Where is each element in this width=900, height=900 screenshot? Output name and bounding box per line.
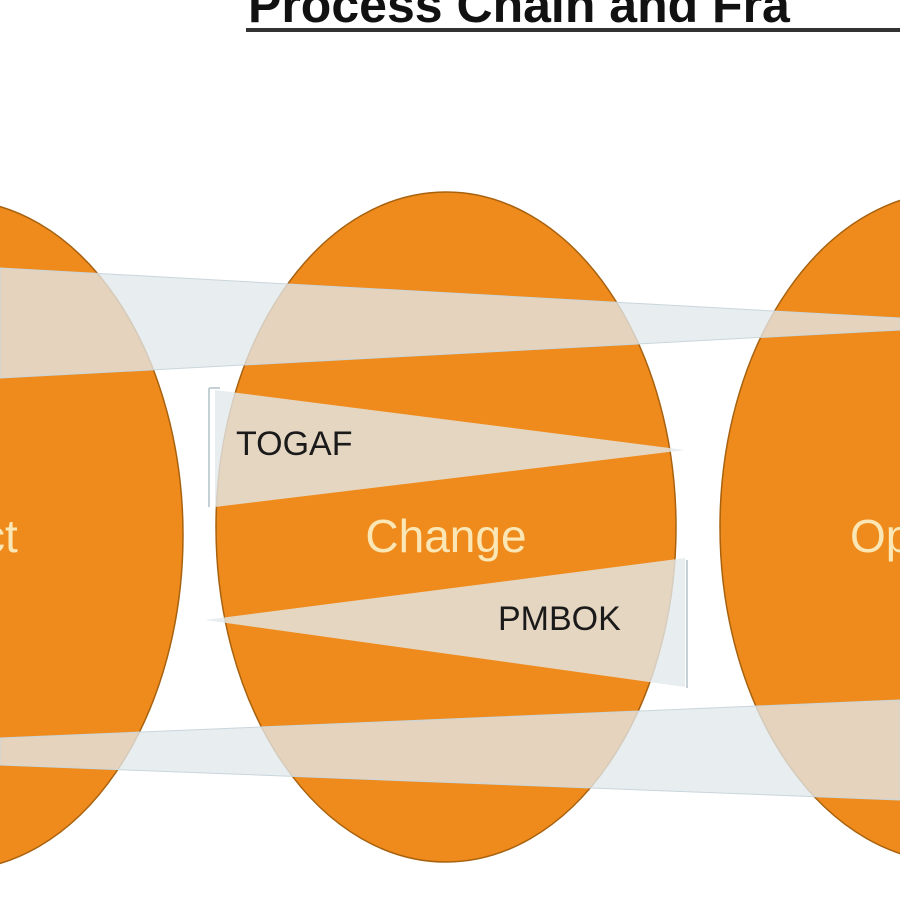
phase-label-operate: Op (850, 510, 900, 562)
phase-label-project: ct (0, 510, 18, 562)
framework-label-pmbok: PMBOK (498, 600, 621, 638)
phase-ellipse-operate (719, 199, 900, 855)
top-wedge (0, 267, 900, 379)
togaf-wedge (215, 390, 685, 507)
pmbok-wedge (205, 558, 685, 687)
phase-label-change: Change (365, 510, 526, 562)
framework-label-togaf: TOGAF (236, 425, 353, 463)
diagram-title: Process Chain and Fra (248, 0, 791, 33)
bottom-wedge (0, 699, 900, 801)
